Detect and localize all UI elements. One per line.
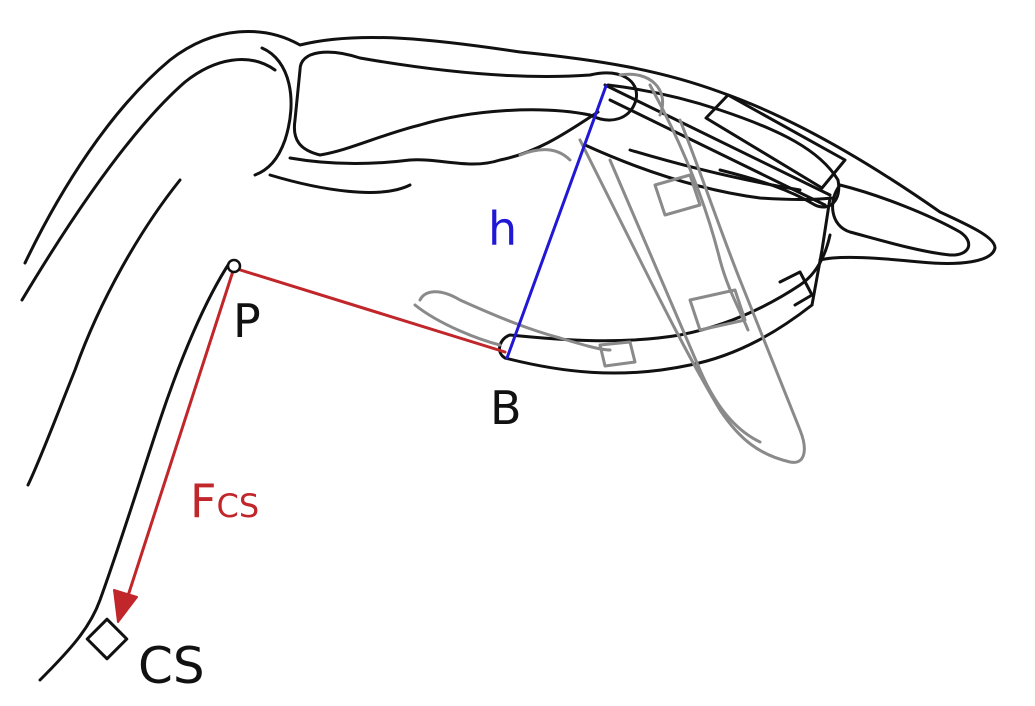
palm-fold-lower <box>268 173 412 194</box>
pivot-label: P <box>233 294 261 348</box>
ring-band <box>704 93 847 190</box>
palm-contour-outer <box>26 178 182 487</box>
lever-arm-pb <box>232 266 507 354</box>
pivot-point <box>226 258 242 274</box>
ghost-lever-lower <box>413 303 502 347</box>
knuckle-joint <box>253 46 293 177</box>
linkage-diagonal <box>628 148 802 192</box>
curved-lever <box>498 233 832 375</box>
hand-inner-contour <box>20 58 277 302</box>
ghost-link-b <box>648 83 750 332</box>
sensor-label: CS <box>138 637 205 695</box>
ghost-finger <box>578 118 806 464</box>
height-line-h <box>505 84 608 360</box>
ghost-position <box>413 72 806 464</box>
force-shaft <box>124 266 236 604</box>
ghost-box-b <box>688 288 747 332</box>
height-label: h <box>488 202 518 256</box>
ghost-box-a <box>653 173 702 217</box>
force-arrowhead <box>113 589 138 623</box>
force-label-subscript: CS <box>216 487 260 525</box>
force-vector <box>113 266 236 623</box>
force-label-main: F <box>190 474 217 528</box>
distal-phalanx <box>831 183 971 257</box>
hand-outer-contour <box>23 30 997 265</box>
ghost-finger-inner <box>608 158 762 444</box>
ghost-lever <box>418 290 612 352</box>
linkage-front <box>583 143 834 201</box>
palm-fold <box>288 110 600 166</box>
finger-outline <box>20 30 997 682</box>
force-label: FCS <box>190 478 259 524</box>
lever-right-spine <box>810 196 832 307</box>
base-label: B <box>490 381 522 435</box>
ghost-fragment <box>518 148 637 368</box>
upper-linkage <box>603 83 832 197</box>
lever-end-bracket <box>778 270 814 307</box>
palm-contour <box>38 260 232 682</box>
proximal-phalanx <box>292 50 638 157</box>
sensor-square <box>85 617 129 661</box>
